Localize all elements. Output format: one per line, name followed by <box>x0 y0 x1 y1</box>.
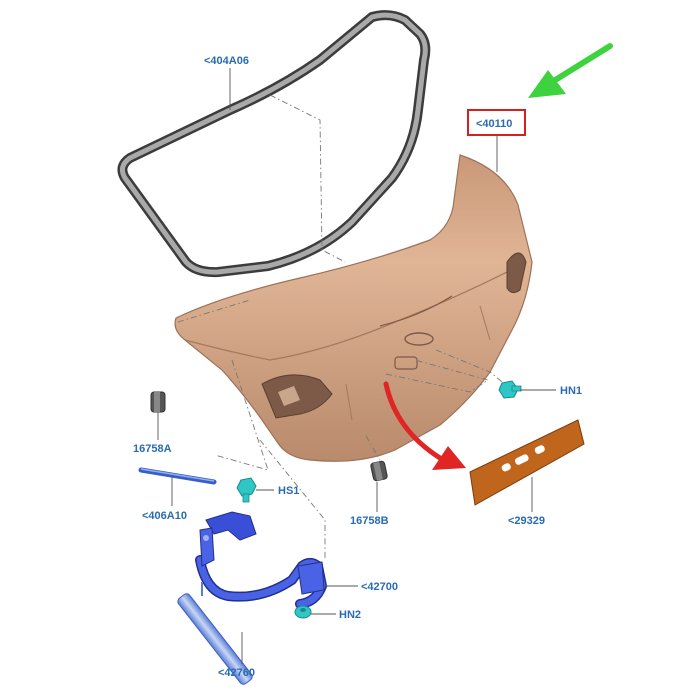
trunk-lid <box>174 154 533 462</box>
label-hinge[interactable]: <42700 <box>361 581 398 593</box>
label-bolt-hn1[interactable]: HN1 <box>560 385 582 397</box>
bump-stop-right <box>370 460 388 482</box>
label-bump-stop-right[interactable]: 16758B <box>350 515 389 527</box>
highlight-box <box>467 109 526 136</box>
torsion-spring <box>177 582 253 685</box>
green-arrow-icon <box>528 43 613 98</box>
label-lid-strut[interactable]: <406A10 <box>142 510 187 522</box>
label-nut-hn2[interactable]: HN2 <box>339 609 361 621</box>
label-spring[interactable]: <42760 <box>218 667 255 679</box>
bump-stop-left <box>150 391 166 413</box>
trim-pad <box>469 419 585 506</box>
red-curved-arrow-icon <box>383 381 466 470</box>
label-bolt-hs1[interactable]: HS1 <box>278 485 299 497</box>
label-seal[interactable]: <404A06 <box>204 55 249 67</box>
bolt-hn1 <box>498 380 522 399</box>
lid-strut <box>138 467 217 485</box>
label-trunk-lid[interactable]: <40110 <box>476 118 512 130</box>
bolt-hs1 <box>236 477 257 503</box>
hinge <box>195 511 328 609</box>
nut-hn2 <box>294 605 312 619</box>
leader-lines <box>157 68 556 664</box>
label-trim-pad[interactable]: <29329 <box>508 515 545 527</box>
weatherstrip-seal <box>117 10 431 278</box>
label-bump-stop-left[interactable]: 16758A <box>133 443 172 455</box>
